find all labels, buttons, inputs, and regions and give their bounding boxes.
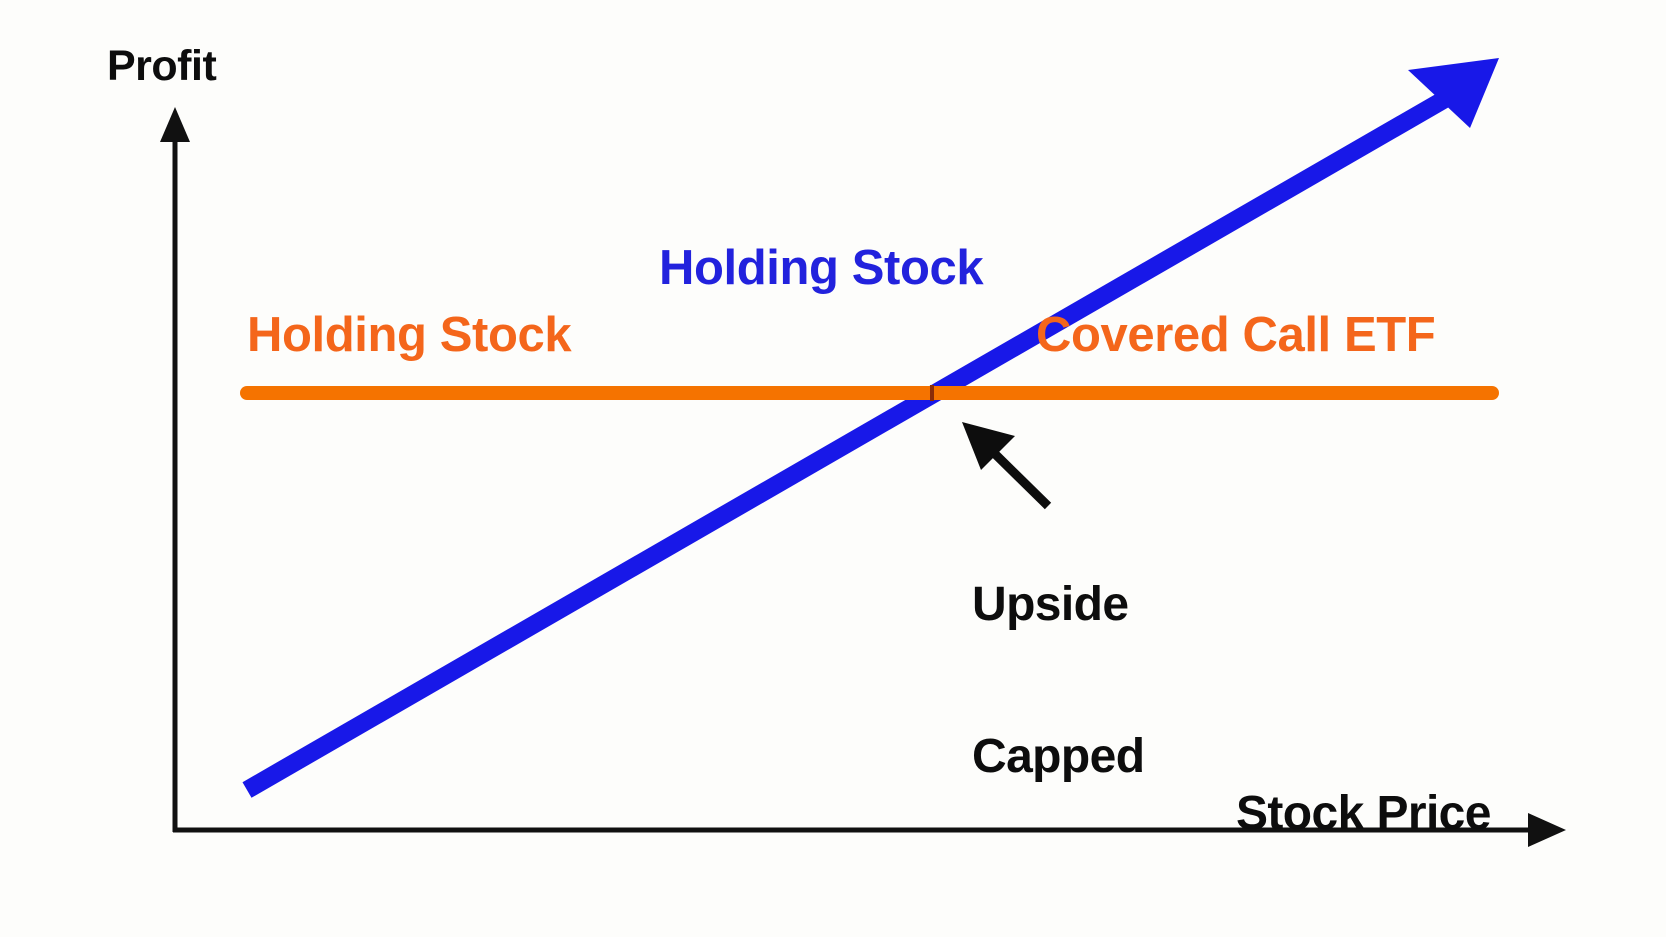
x-axis-label: Stock Price — [1236, 787, 1491, 840]
series-holding-stock — [242, 58, 1499, 798]
arrow-up-left-icon — [962, 422, 1015, 470]
arrow-up-icon — [160, 107, 190, 142]
series-label-holding-stock-blue: Holding Stock — [659, 241, 984, 295]
annotation-line-1: Upside — [972, 577, 1129, 631]
arrow-up-right-icon — [1408, 58, 1499, 128]
series-label-holding-stock-orange: Holding Stock — [247, 308, 572, 362]
y-axis-label: Profit — [107, 42, 217, 90]
annotation-arrow-shaft — [986, 445, 1052, 510]
arrow-right-icon — [1528, 813, 1566, 847]
annotation-line-2: Capped — [972, 730, 1145, 784]
annotation-pointer-arrow — [962, 422, 1052, 510]
series-label-covered-call-etf: Covered Call ETF — [1036, 308, 1436, 362]
blue-payoff-line — [242, 87, 1457, 798]
axes-group — [160, 107, 1566, 847]
annotation-upside-capped: Upside Capped — [972, 478, 1145, 885]
